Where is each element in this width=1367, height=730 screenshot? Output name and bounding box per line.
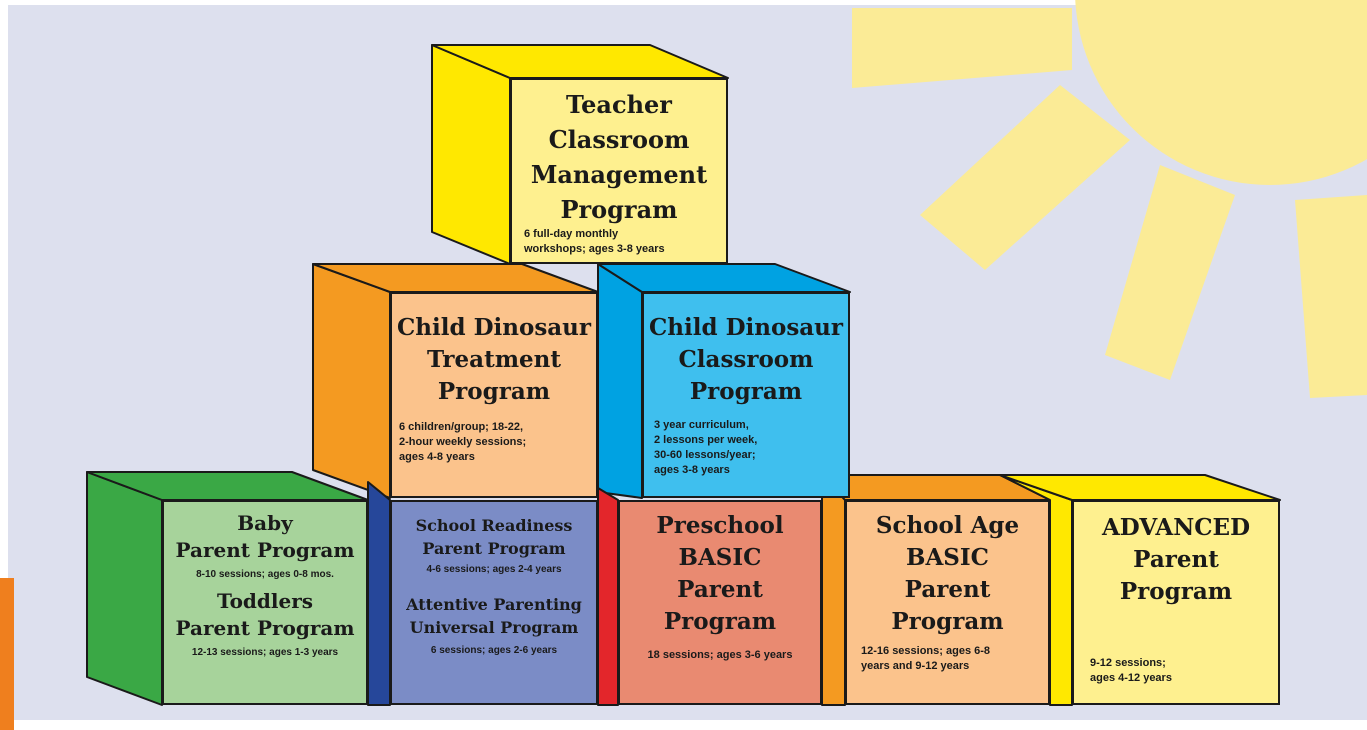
block-description: 3 year curriculum, 2 lessons per week, 3… (644, 418, 757, 478)
block-title: BASIC (678, 544, 762, 571)
accent-bar (0, 578, 14, 730)
block-title: Program (689, 378, 803, 405)
block-title: Program (891, 608, 1004, 635)
block-title: Management (530, 160, 708, 189)
block-top-teacher (431, 44, 729, 79)
description-line: 6 full-day monthly (524, 228, 619, 240)
baby-title: Baby (237, 511, 293, 535)
block-description: 12-16 sessions; ages 6-8 years and 9-12 … (847, 644, 990, 674)
description-line: 3 year curriculum, (654, 419, 749, 431)
toddler-title: Parent Program (175, 616, 355, 640)
description-line: ages 4-12 years (1090, 672, 1172, 684)
description-line: ages 3-8 years (654, 464, 730, 476)
description-line: workshops; ages 3-8 years (524, 243, 665, 255)
block-top-advanced (999, 474, 1281, 501)
block-description: 18 sessions; ages 3-6 years (647, 649, 793, 661)
attentive-description: 6 sessions; ages 2-6 years (430, 645, 558, 656)
description-line: years and 9-12 years (861, 660, 970, 672)
block-sides (86, 44, 1281, 706)
block-title: Treatment (426, 346, 562, 373)
sun-ray (1105, 165, 1235, 380)
block-title: Teacher (566, 90, 672, 119)
block-side-school-age (821, 474, 846, 706)
description-line: 30-60 lessons/year; (654, 449, 756, 461)
block-preschool-basic: Preschool BASIC Parent Program 18 sessio… (618, 500, 822, 705)
block-side-child-classroom (597, 263, 643, 499)
block-title: Program (437, 378, 551, 405)
description-line: 12-16 sessions; ages 6-8 (861, 645, 991, 657)
block-title: Parent (904, 576, 991, 603)
block-title: Child Dinosaur (396, 314, 592, 341)
block-side-teacher (431, 44, 511, 265)
description-line: 6 children/group; 18-22, (399, 421, 524, 433)
block-title: Parent (677, 576, 763, 603)
block-title: Classroom (678, 346, 814, 373)
sun-ray (852, 8, 1072, 88)
block-advanced-parent: ADVANCED Parent Program 9-12 sessions; a… (1072, 500, 1280, 705)
block-teacher-classroom: Teacher Classroom Management Program 6 f… (510, 78, 728, 264)
block-title: School Age (875, 512, 1020, 539)
block-side-baby (86, 471, 163, 706)
readiness-title: Parent Program (422, 539, 566, 558)
block-title: Program (1119, 578, 1233, 605)
block-side-readiness (367, 481, 391, 706)
baby-description: 8-10 sessions; ages 0-8 mos. (196, 569, 334, 580)
block-side-preschool (597, 487, 619, 706)
block-title: Parent (1133, 546, 1219, 573)
description-line: ages 4-8 years (399, 451, 475, 463)
baby-title: Parent Program (175, 538, 355, 562)
toddler-description: 12-13 sessions; ages 1-3 years (191, 647, 339, 658)
block-description: 6 full-day monthly workshops; ages 3-8 y… (512, 227, 665, 257)
block-child-dinosaur-treatment: Child Dinosaur Treatment Program 6 child… (390, 292, 598, 498)
block-school-readiness-attentive: School Readiness Parent Program 4-6 sess… (390, 500, 598, 705)
block-title: BASIC (906, 544, 989, 571)
toddler-title: Toddlers (216, 589, 313, 613)
block-child-dinosaur-classroom: Child Dinosaur Classroom Program 3 year … (642, 292, 850, 498)
attentive-title: Attentive Parenting (406, 595, 582, 614)
block-title: Program (560, 195, 678, 224)
attentive-title: Universal Program (409, 618, 579, 637)
block-title: Child Dinosaur (648, 314, 844, 341)
block-title: Program (663, 608, 777, 635)
description-line: 9-12 sessions; (1090, 657, 1166, 669)
sun-ray (1295, 195, 1367, 398)
block-description: 9-12 sessions; ages 4-12 years (1074, 656, 1172, 686)
block-title: Preschool (656, 512, 784, 539)
block-school-age-basic: School Age BASIC Parent Program 12-16 se… (845, 500, 1050, 705)
block-title: ADVANCED (1101, 514, 1251, 541)
readiness-title: School Readiness (415, 516, 573, 535)
block-description: 6 children/group; 18-22, 2-hour weekly s… (392, 420, 526, 465)
block-side-child-treatment (312, 263, 391, 499)
block-baby-toddlers: Baby Parent Program 8-10 sessions; ages … (162, 500, 368, 705)
block-top-child-classroom (597, 263, 851, 293)
sun-ray (920, 85, 1130, 270)
sun-icon (852, 0, 1367, 398)
description-line: 2 lessons per week, (654, 434, 758, 446)
readiness-description: 4-6 sessions; ages 2-4 years (426, 564, 562, 575)
sun-disc (1075, 0, 1367, 185)
block-title: Classroom (548, 125, 690, 154)
description-line: 2-hour weekly sessions; (399, 436, 527, 448)
